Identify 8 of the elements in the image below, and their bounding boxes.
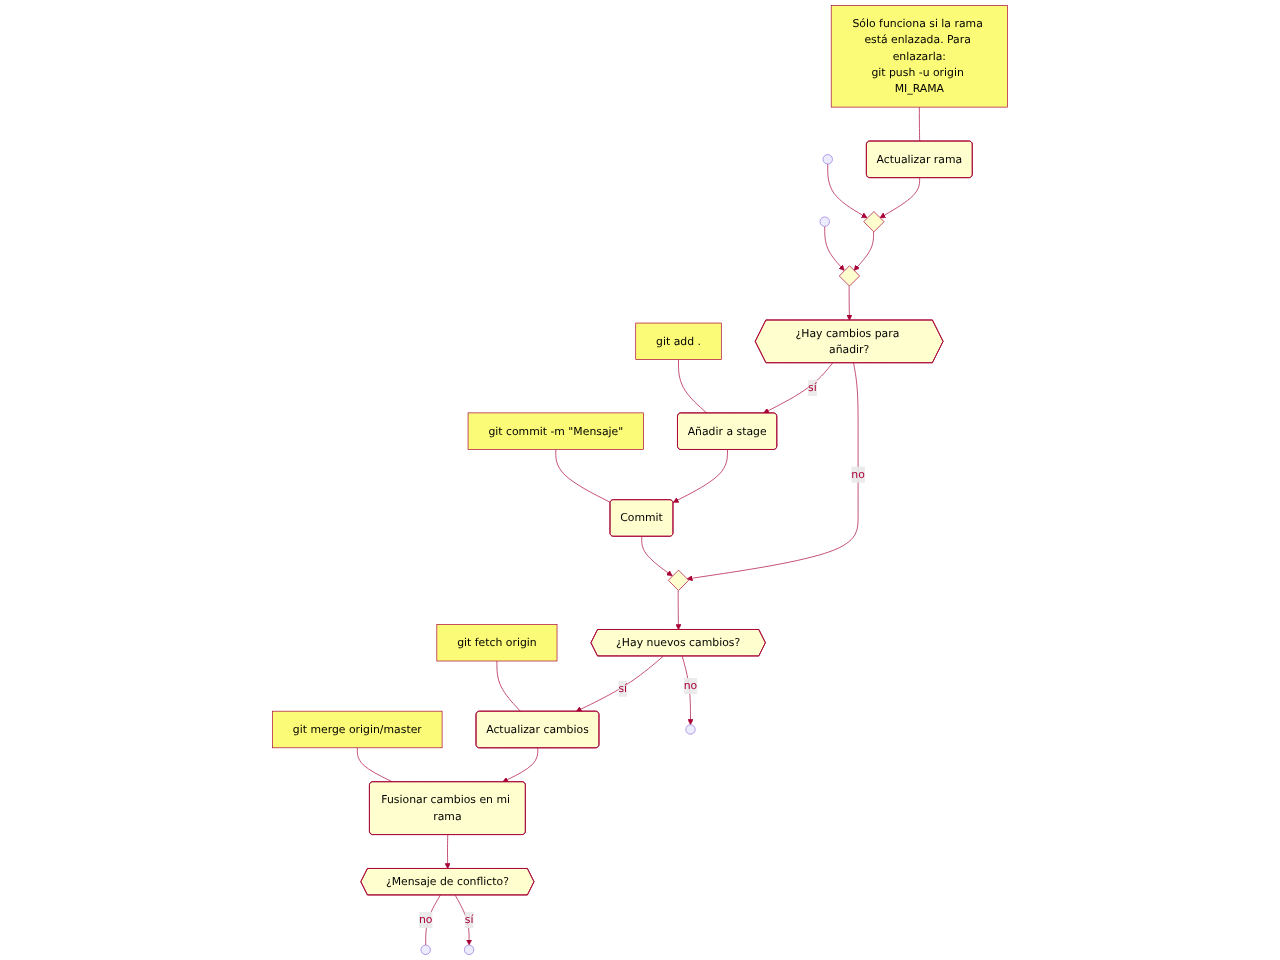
connector [357,747,394,783]
node-diamond [838,265,860,287]
node-diamond [863,211,885,233]
node-diamond [668,569,689,591]
connector [919,106,920,142]
connector [496,660,522,712]
connector [678,359,708,414]
connector [555,449,611,503]
